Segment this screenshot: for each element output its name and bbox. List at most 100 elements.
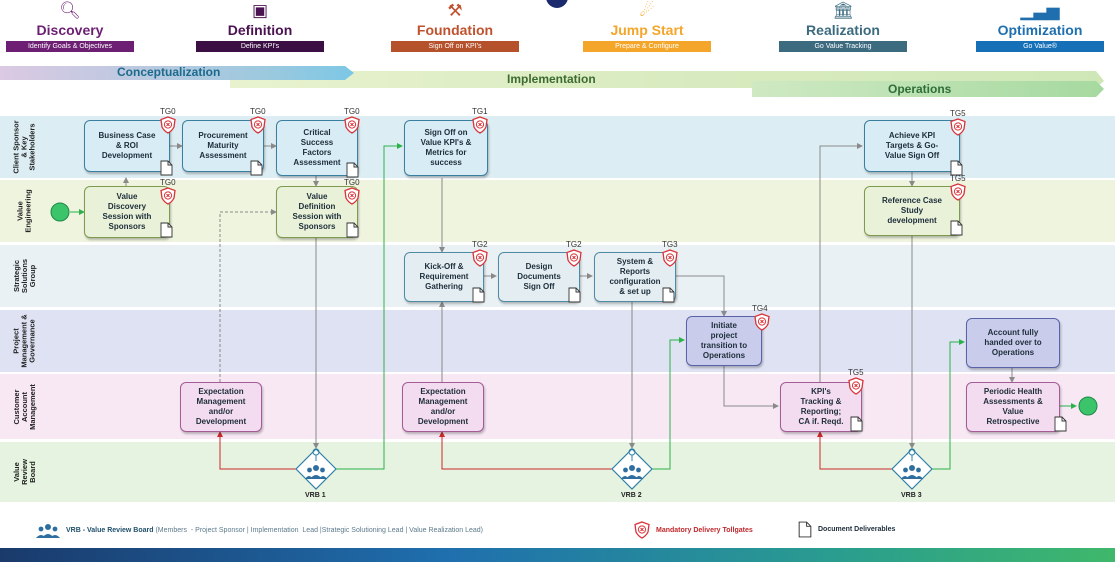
stage-arrows [0, 66, 1104, 97]
box-critical-success: Critical Success Factors Assessment [276, 120, 358, 176]
conn-vrb3-kpi [817, 431, 892, 470]
phase-jump-start: ☄ Jump Start Prepare & Configure [582, 0, 712, 52]
people-group-icon [901, 465, 923, 479]
tollgate-label: TG1 [472, 107, 488, 116]
tollgate-shield-icon [950, 183, 966, 201]
phase-title: Jump Start [610, 22, 684, 38]
tollgate-label: TG0 [344, 178, 360, 187]
lane-project-management: Project Management & Governance [0, 310, 1115, 372]
end-node [1078, 396, 1098, 416]
tollgate-shield-icon [754, 313, 770, 331]
conn-vrb2-initiate [652, 337, 685, 470]
conn-vrb1-expectation1 [217, 431, 296, 470]
box-account-handed: Account fully handed over to Operations [966, 318, 1060, 368]
tollgate-shield-icon [472, 116, 488, 134]
magnifier-icon: 🔍︎ [59, 1, 81, 20]
document-icon [1054, 416, 1067, 432]
tollgate-shield-icon [566, 249, 582, 267]
document-icon [160, 222, 173, 238]
box-system-reports: System & Reports configuration & set up [594, 252, 676, 302]
document-icon [346, 162, 359, 178]
stage-arrow-operations [752, 81, 1104, 97]
box-design-docs: Design Documents Sign Off [498, 252, 580, 302]
people-group-icon [36, 524, 60, 538]
legend-vrb-members: (Members - Project Sponsor | Implementat… [153, 526, 483, 534]
document-icon [346, 222, 359, 238]
phase-subtitle: Go Value Tracking [779, 41, 907, 52]
box-kickoff: Kick-Off & Requirement Gathering [404, 252, 484, 302]
legend-vrb: VRB - Value Review Board (Members - Proj… [36, 521, 483, 539]
phase-subtitle: Identify Goals & Objectives [6, 41, 134, 52]
box-value-discovery: Value Discovery Session with Sponsors [84, 186, 170, 238]
start-node [50, 202, 70, 222]
phase-realization: 🏛︎ Realization Go Value Tracking [778, 0, 908, 52]
legend-tollgates: Mandatory Delivery Tollgates [634, 521, 753, 539]
stage-arrow-conceptualization [0, 66, 354, 80]
tollgate-label: TG5 [848, 368, 864, 377]
conn-vrb2-expectation2 [439, 431, 612, 470]
conn-vrb1-signoff [336, 143, 403, 470]
tollgate-label: TG2 [472, 240, 488, 249]
document-icon [850, 416, 863, 432]
phase-foundation: ⚒ Foundation Sign Off on KPI's [390, 0, 520, 52]
document-icon [568, 287, 581, 303]
document-icon [160, 160, 173, 176]
tollgate-label: TG0 [250, 107, 266, 116]
tollgate-shield-icon [848, 377, 864, 395]
box-periodic: Periodic Health Assessments & Value Retr… [966, 382, 1060, 432]
box-business-case: Business Case & ROI Development [84, 120, 170, 172]
phase-subtitle: Define KPI's [196, 41, 324, 52]
phase-title: Optimization [997, 22, 1083, 38]
trowel-icon: ⚒ [447, 1, 463, 20]
vrb-label: VRB 2 [621, 492, 642, 499]
phase-subtitle: Prepare & Configure [583, 41, 711, 52]
stage-implementation: Implementation [507, 72, 596, 86]
tollgate-shield-icon [344, 187, 360, 205]
box-initiate: Initiate project transition to Operation… [686, 316, 762, 366]
conn-vrb3-handed [932, 339, 965, 470]
vrb-diamond-3 [891, 448, 933, 490]
tollgate-shield-icon [160, 116, 176, 134]
location-pin-icon [312, 448, 320, 461]
logo-circle [546, 0, 568, 8]
legend-documents-label: Document Deliverables [818, 526, 896, 533]
box-sign-off: Sign Off on Value KPI's & Metrics for su… [404, 120, 488, 176]
conn-expectation1-definition [219, 209, 277, 382]
phase-subtitle: Sign Off on KPI's [391, 41, 519, 52]
box-value-definition: Value Definition Session with Sponsors [276, 186, 358, 238]
vrb-diamond-2 [611, 448, 653, 490]
document-icon [472, 287, 485, 303]
tollgate-shield-icon [662, 249, 678, 267]
document-icon [798, 521, 812, 538]
phase-definition: ▣ Definition Define KPI's [195, 0, 325, 52]
building-icon: 🏛︎ [832, 1, 854, 20]
phase-discovery: 🔍︎ Discovery Identify Goals & Objectives [5, 0, 135, 52]
vrb-label: VRB 3 [901, 492, 922, 499]
people-group-icon [621, 465, 643, 479]
phase-title: Discovery [36, 22, 104, 38]
people-group-icon [305, 465, 327, 479]
phase-title: Definition [227, 22, 293, 38]
tollgate-shield-icon [344, 116, 360, 134]
phase-title: Realization [806, 22, 880, 38]
tollgate-shield-icon [634, 521, 650, 539]
stage-operations: Operations [888, 82, 952, 96]
phase-optimization: ▁▃▅ Optimization Go Value® [975, 0, 1105, 52]
location-pin-icon [628, 448, 636, 461]
legend-documents: Document Deliverables [798, 521, 895, 538]
vrb-label: VRB 1 [305, 492, 326, 499]
box-kpi-tracking: KPI's Tracking & Reporting; CA if. Reqd. [780, 382, 862, 432]
conn-system-initiate [674, 275, 727, 317]
tollgate-label: TG0 [160, 178, 176, 187]
tollgate-shield-icon [472, 249, 488, 267]
tollgate-label: TG4 [752, 304, 768, 313]
legend-tollgates-label: Mandatory Delivery Tollgates [656, 526, 753, 534]
box-expectation-2: Expectation Management and/or Developmen… [402, 382, 484, 432]
box-reference-case: Reference Case Study development [864, 186, 960, 236]
box-procurement: Procurement Maturity Assessment [182, 120, 264, 172]
tollgate-shield-icon [160, 187, 176, 205]
bar-chart-icon: ▁▃▅ [1020, 1, 1060, 20]
tollgate-shield-icon [250, 116, 266, 134]
